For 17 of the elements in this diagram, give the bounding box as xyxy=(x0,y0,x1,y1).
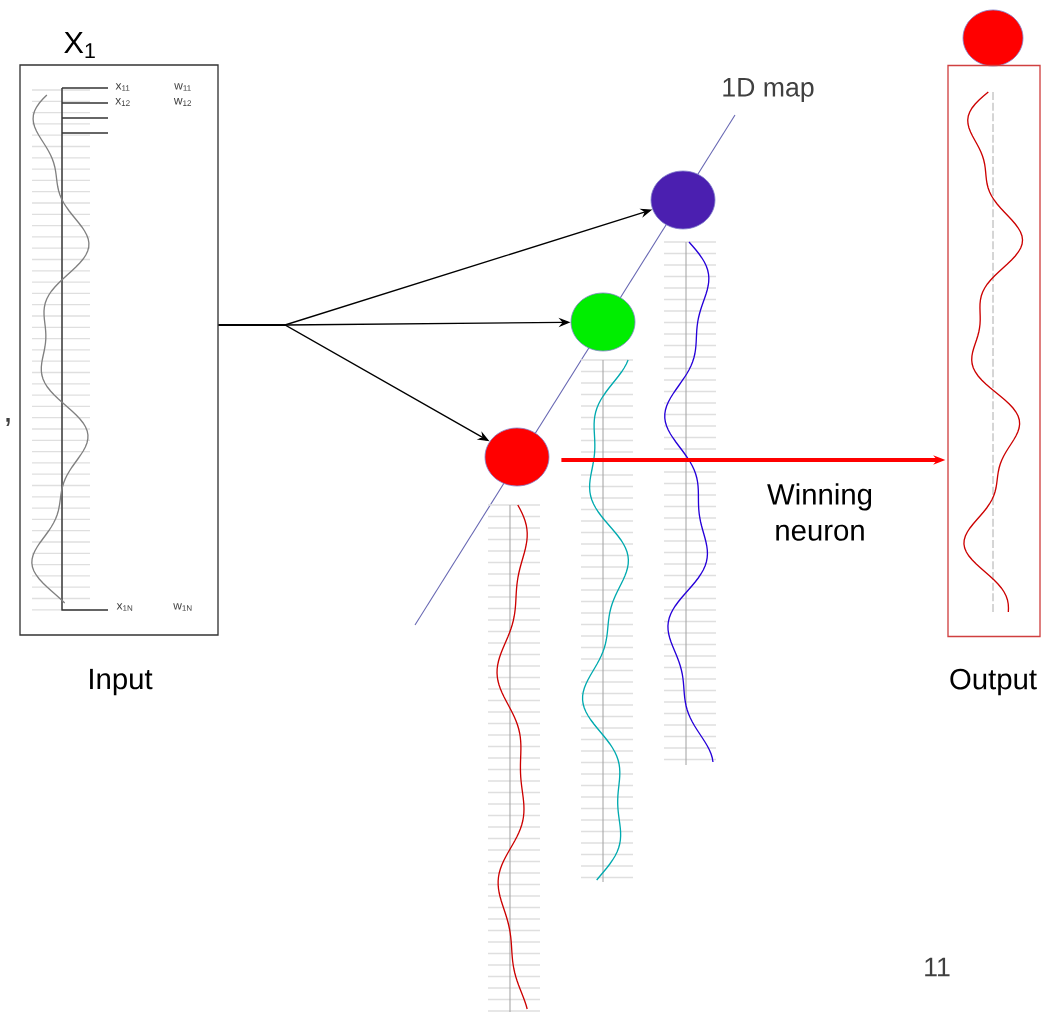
variable-label: x$_{11}$ xyxy=(115,83,130,91)
circle xyxy=(962,9,1024,67)
circle xyxy=(484,427,550,487)
variable-label: w$_{12}$ xyxy=(173,98,192,106)
node-label: Output xyxy=(950,668,1037,696)
circle xyxy=(570,292,636,352)
output-box: Output xyxy=(947,64,1041,696)
node-label: X$_{1}$ xyxy=(64,31,95,59)
page-number: 11 xyxy=(925,957,950,977)
circle xyxy=(650,170,716,230)
axis-label: 1D map xyxy=(723,78,814,102)
node-label: Input xyxy=(90,668,153,696)
variable-label: w$_{1N}$ xyxy=(173,603,192,611)
variable-label: x$_{1N}$ xyxy=(116,603,133,611)
variable-label: w$_{11}$ xyxy=(174,83,191,91)
edge-label: Winning neuron xyxy=(767,483,872,541)
variable-label: x$_{12}$ xyxy=(115,98,130,106)
